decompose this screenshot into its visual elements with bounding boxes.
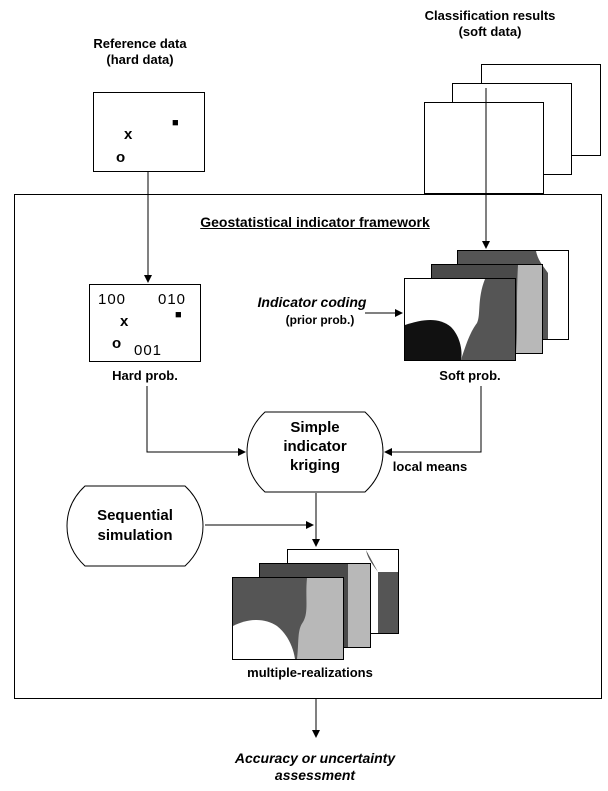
classification-results-label: Classification results (soft data) <box>405 8 575 40</box>
soft-prob-label: Soft prob. <box>439 368 501 383</box>
local-means-label: local means <box>392 459 468 474</box>
hard-prob-box: 100 010 x ■ o 001 <box>89 284 201 362</box>
reference-data-label: Reference data (hard data) <box>60 36 220 68</box>
kriging-shape <box>246 411 384 493</box>
kriging-line-3: kriging <box>289 457 340 474</box>
sequential-line-1: Sequential <box>97 507 173 524</box>
accuracy-line-1: Accuracy or uncertainty <box>234 750 396 766</box>
indicator-coding-label: Indicator coding <box>257 294 367 310</box>
x-marker: x <box>120 313 129 330</box>
prior-prob-label: (prior prob.) <box>285 313 355 327</box>
classification-results-subtitle: (soft data) <box>458 24 522 39</box>
realization-layer-1 <box>232 577 344 660</box>
hard-prob-label: Hard prob. <box>112 368 178 383</box>
soft-prob-layer-1 <box>404 278 516 361</box>
framework-title: Geostatistical indicator framework <box>200 214 430 230</box>
classification-results-title: Classification results <box>424 8 556 23</box>
code-100: 100 <box>98 291 127 308</box>
sequential-shape <box>66 485 204 567</box>
kriging-line-2: indicator <box>283 438 347 455</box>
square-marker: ■ <box>175 309 182 321</box>
accuracy-line-2: assessment <box>274 767 356 783</box>
arrow-soft-to-kriging <box>384 386 482 456</box>
o-marker: o <box>112 335 122 352</box>
realizations-label: multiple-realizations <box>247 665 373 680</box>
soft-layer-1-map <box>405 279 515 360</box>
x-marker: x <box>124 126 133 143</box>
realization-1-map <box>233 578 343 659</box>
arrow-hard-to-kriging <box>146 386 246 456</box>
geostatistical-framework-frame <box>14 194 602 699</box>
code-001: 001 <box>134 342 163 359</box>
o-marker: o <box>116 149 126 166</box>
reference-data-title: Reference data <box>93 36 187 51</box>
reference-data-subtitle: (hard data) <box>106 52 174 67</box>
square-marker: ■ <box>172 117 179 129</box>
classification-layer-1 <box>424 102 544 194</box>
reference-data-box: x o ■ <box>93 92 205 172</box>
accuracy-label: Accuracy or uncertainty assessment <box>200 750 430 784</box>
code-010: 010 <box>158 291 187 308</box>
sequential-label: Sequential simulation <box>75 506 195 546</box>
kriging-line-1: Simple <box>290 419 340 436</box>
kriging-label: Simple indicator kriging <box>255 418 375 475</box>
sequential-line-2: simulation <box>97 527 173 544</box>
